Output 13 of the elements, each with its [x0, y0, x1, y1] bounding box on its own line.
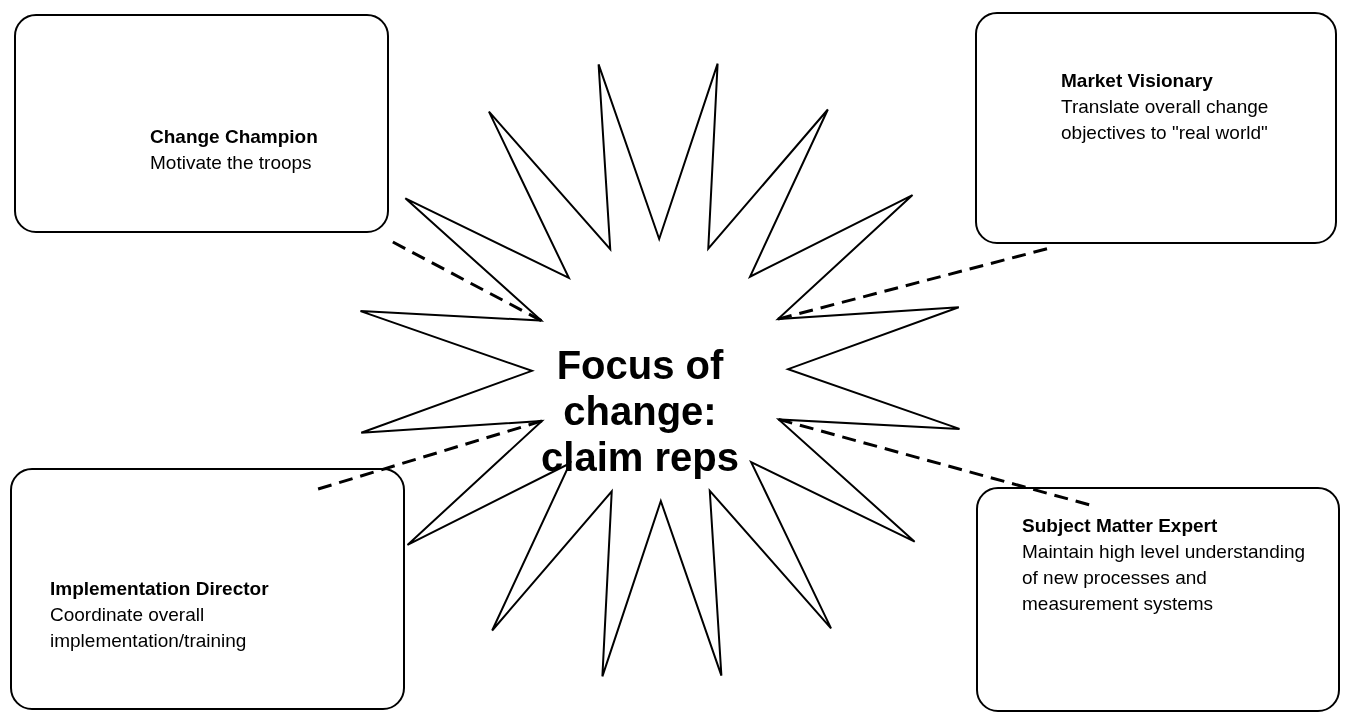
star-text: Focus of change: claim reps: [540, 342, 740, 480]
role-description: Translate overall change objectives to "real world": [1061, 95, 1270, 145]
role-title: Subject Matter Expert: [1022, 514, 1219, 538]
role-box: [976, 487, 1340, 712]
role-description: Maintain high level understanding of new processes and measurement systems: [1022, 540, 1307, 616]
role-description: Motivate the troops: [150, 151, 313, 175]
role-box: [10, 468, 405, 710]
role-description: Coordinate overall implementation/training: [50, 603, 248, 653]
role-box: [975, 12, 1337, 244]
role-box: [14, 14, 389, 233]
role-title: Implementation Director: [50, 577, 270, 601]
role-title: Change Champion: [150, 125, 319, 149]
role-title: Market Visionary: [1061, 69, 1214, 93]
